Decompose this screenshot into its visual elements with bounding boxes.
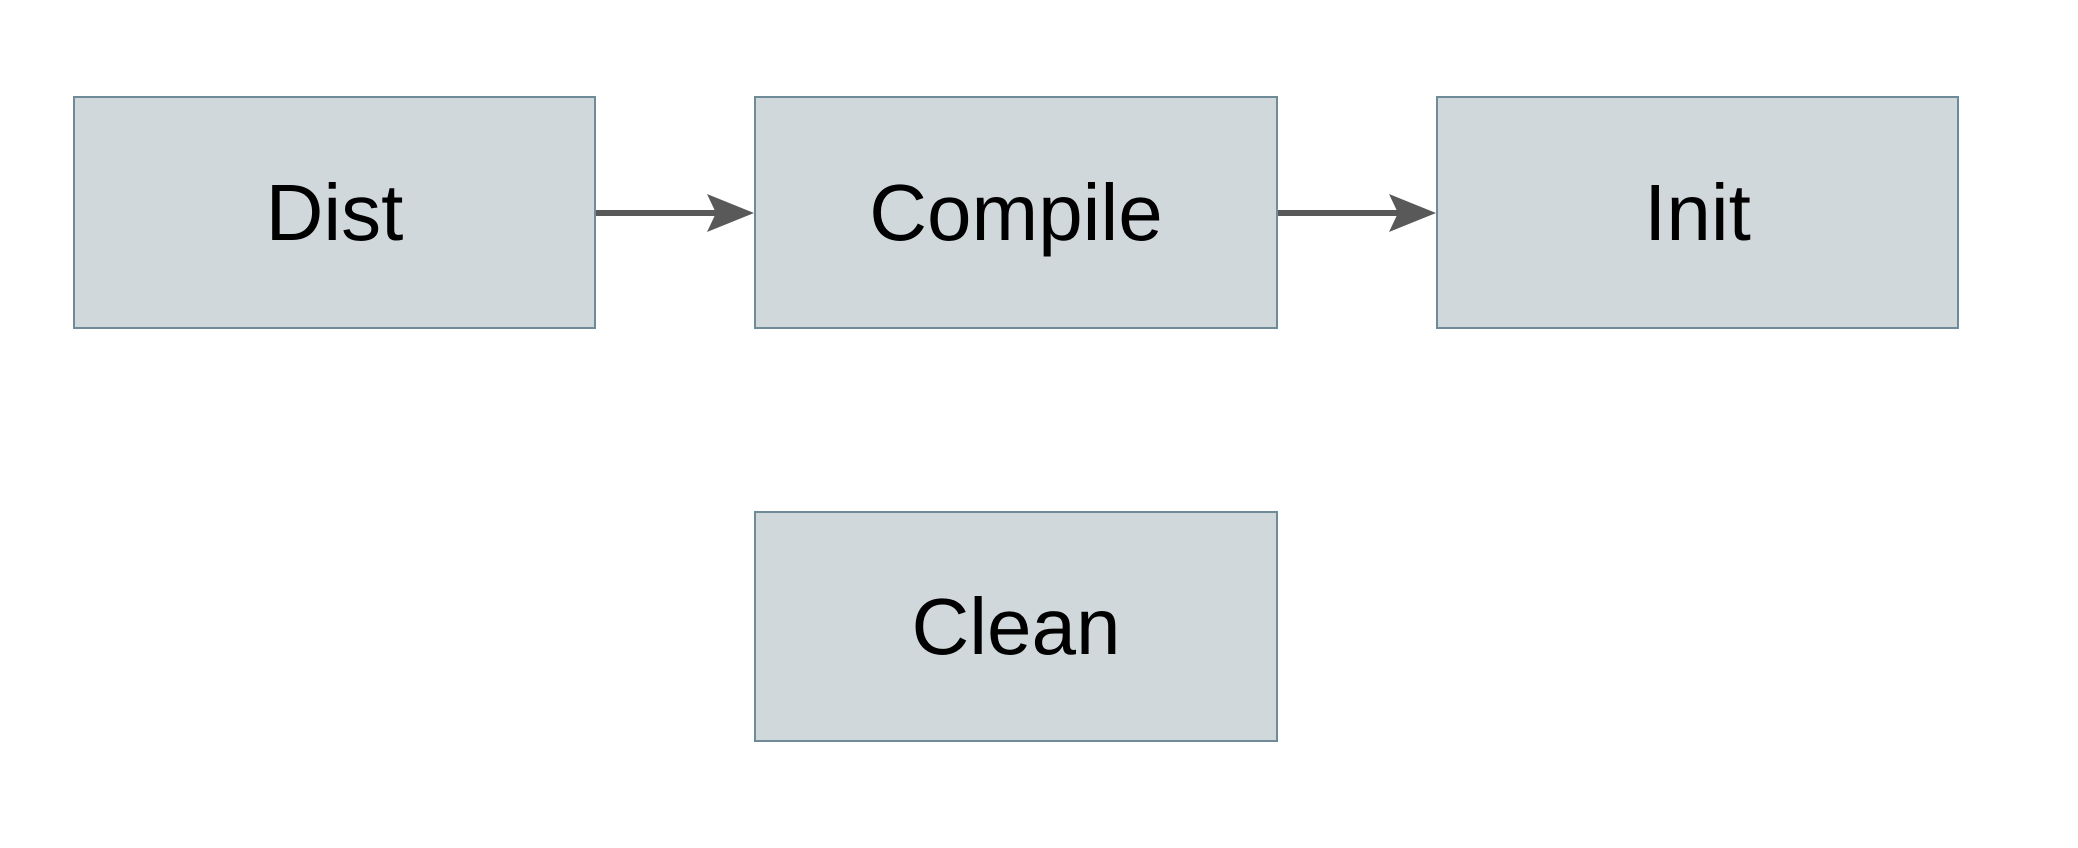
node-compile-label: Compile (869, 167, 1163, 257)
node-dist[interactable]: Dist (73, 96, 596, 329)
edge-compile-to-init (1278, 194, 1436, 232)
arrowhead-compile-to-init (1389, 194, 1436, 232)
arrowhead-dist-to-compile (707, 194, 754, 232)
node-init[interactable]: Init (1436, 96, 1959, 329)
node-clean[interactable]: Clean (754, 511, 1278, 742)
node-compile[interactable]: Compile (754, 96, 1278, 329)
node-clean-label: Clean (911, 581, 1121, 671)
node-dist-label: Dist (265, 167, 404, 257)
node-init-label: Init (1644, 167, 1751, 257)
